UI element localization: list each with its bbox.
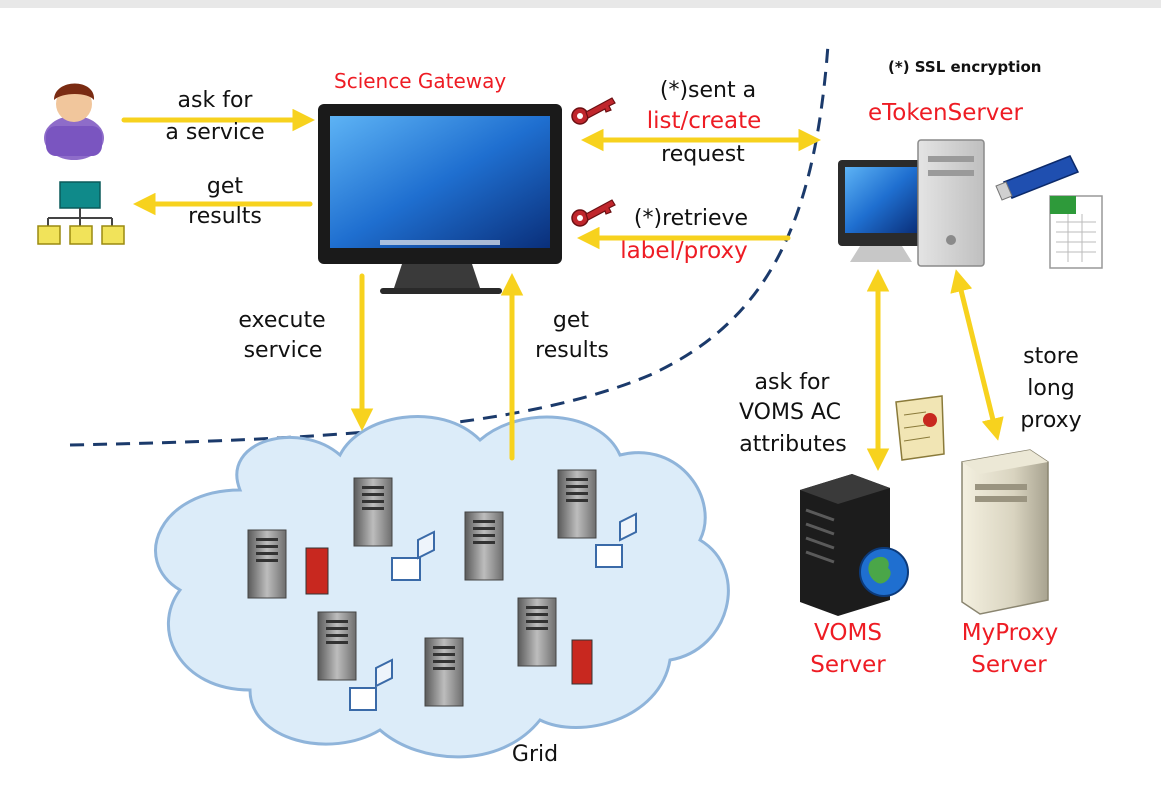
usb-token-icon <box>995 155 1080 201</box>
store-proxy-line3: proxy <box>1020 408 1082 433</box>
grid-server-1 <box>247 529 287 599</box>
myproxy-server-label-line1: MyProxy <box>961 620 1059 646</box>
store-proxy-line2: long <box>1027 376 1075 401</box>
grid-server-7 <box>517 597 557 667</box>
grid-server-6 <box>424 637 464 707</box>
list-create-label: list/create <box>646 108 762 134</box>
ask-voms-line1: ask for <box>754 370 830 395</box>
user-icon <box>44 83 104 160</box>
get-results-mid-line2: results <box>535 338 609 363</box>
scroll-certificate-icon <box>895 395 945 461</box>
science-gateway-monitor-icon <box>318 104 562 294</box>
ask-voms-line3: attributes <box>739 432 847 457</box>
key-icon-1 <box>571 97 616 125</box>
key-icon-2 <box>571 199 616 227</box>
get-results-left-line1: get <box>206 174 244 199</box>
voms-server-label-line2: Server <box>810 652 886 678</box>
storage-element-icon <box>349 512 637 711</box>
voms-server-label-line1: VOMS <box>814 620 882 646</box>
grid-server-3 <box>464 511 504 581</box>
request-label: request <box>661 142 745 167</box>
get-results-left-line2: results <box>188 204 262 229</box>
myproxy-server-label-line2: Server <box>971 652 1047 678</box>
ask-service-label-line2: a service <box>165 120 265 145</box>
science-gateway-title: Science Gateway <box>334 69 507 93</box>
grid-server-4 <box>557 469 597 539</box>
results-tree-icon <box>37 181 125 245</box>
top-border <box>0 0 1161 8</box>
voms-server-icon <box>800 474 909 616</box>
myproxy-server-icon <box>961 449 1049 615</box>
retrieve-label: (*)retrieve <box>633 206 749 231</box>
etoken-server-computer-icon <box>838 139 985 267</box>
grid-server-5 <box>317 611 357 681</box>
get-results-mid-line1: get <box>552 308 590 333</box>
execute-service-line1: execute <box>238 308 326 333</box>
arrows <box>121 108 1004 471</box>
storage-unit-icon <box>305 547 593 685</box>
label-proxy-label: label/proxy <box>620 238 748 264</box>
grid-server-2 <box>353 477 393 547</box>
etoken-server-title: eTokenServer <box>868 100 1024 126</box>
grid-label: Grid <box>511 742 559 767</box>
store-proxy-line1: store <box>1023 344 1079 369</box>
arrow-myproxy <box>950 269 1004 441</box>
ssl-encryption-note: (*) SSL encryption <box>888 58 1042 76</box>
spreadsheet-icon <box>1049 195 1103 269</box>
ask-service-label-line1: ask for <box>177 88 253 113</box>
ask-voms-line2: VOMS AC <box>739 400 841 425</box>
sent-request-prefix: (*)sent a <box>659 78 757 103</box>
execute-service-line2: service <box>243 338 323 363</box>
